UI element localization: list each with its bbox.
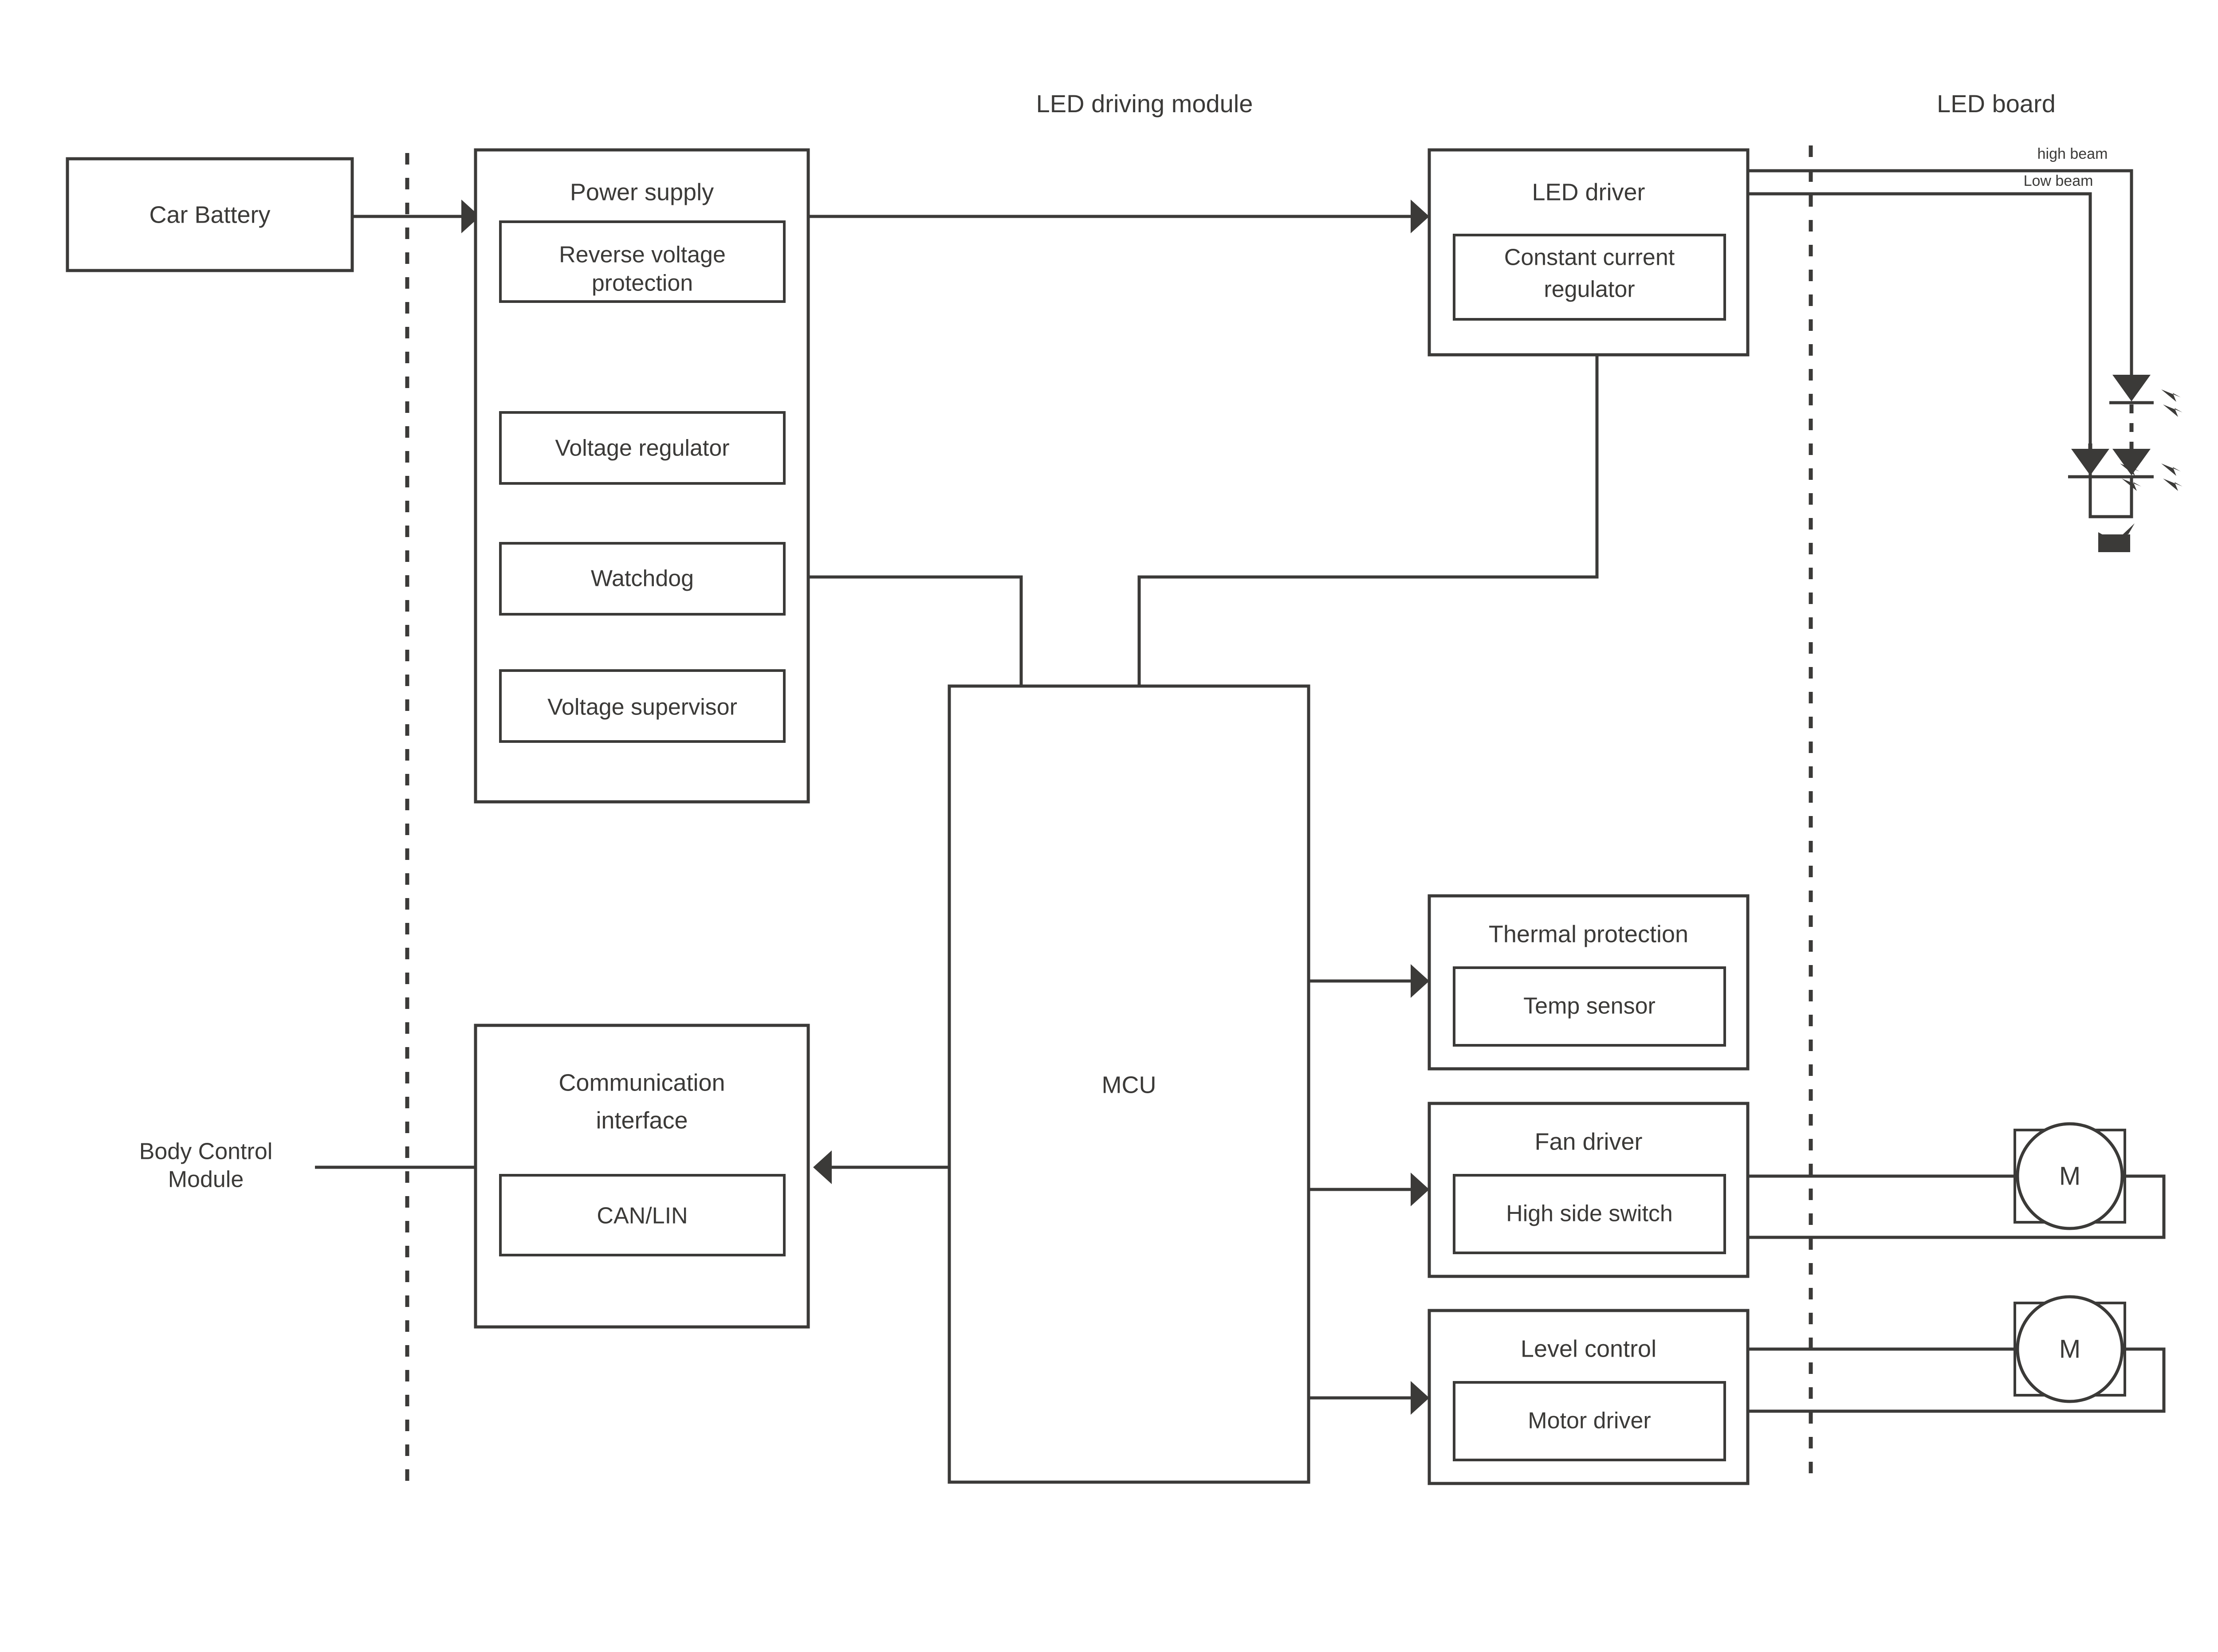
led-light-arrow-a-low-beam [2120, 463, 2139, 476]
motor-driver-box[interactable] [1453, 1381, 1726, 1461]
led-light-arrow-a-high-beam-bottom [2161, 463, 2181, 476]
arrowhead-mcu-to-fan-driver [1411, 1173, 1429, 1206]
communication-interface-label-line1: Communication [558, 1069, 725, 1096]
watchdog-label: Watchdog [591, 566, 694, 592]
arrowhead-power-supply-to-led-driver [1411, 200, 1429, 233]
led-light-arrow-b-high-beam-bottom [2163, 479, 2183, 491]
car-battery-box[interactable] [66, 157, 354, 272]
arrowhead-mcu-to-thermal-protection [1411, 964, 1429, 998]
reverse-voltage-protection-label-line2: protection [592, 271, 693, 296]
reverse-voltage-protection-label-line1: Reverse voltage [559, 242, 726, 268]
voltage-supervisor-label: Voltage supervisor [547, 695, 737, 720]
wire-level-motor-return [1748, 1347, 2166, 1413]
constant-current-regulator-label-line2: regulator [1544, 277, 1635, 302]
body-control-module-label-line1: Body Control [139, 1139, 273, 1165]
level-control-label: Level control [1521, 1335, 1656, 1362]
wire-high-beam [1748, 169, 2133, 375]
led-light-arrow-a-high-beam-top [2161, 389, 2181, 402]
wire-led-return-bus [2088, 477, 2133, 518]
can-lin-label: CAN/LIN [597, 1203, 688, 1229]
car-battery-label: Car Battery [149, 201, 270, 228]
fan-motor-circle[interactable] [2016, 1122, 2124, 1230]
wire-fan-motor-return [1748, 1174, 2166, 1239]
communication-interface-label-line2: interface [596, 1107, 688, 1134]
power-supply-label: Power supply [570, 179, 714, 205]
voltage-regulator-box[interactable] [499, 411, 786, 485]
can-lin-box[interactable] [499, 1174, 786, 1256]
high-side-switch-box[interactable] [1453, 1174, 1726, 1254]
led-driver-label: LED driver [1532, 179, 1645, 205]
voltage-supervisor-box[interactable] [499, 669, 786, 743]
led-symbol-high-beam-top [2112, 375, 2151, 401]
body-control-module-label-line2: Module [168, 1167, 244, 1193]
led-light-arrow-b-high-beam-top [2163, 404, 2183, 417]
title-led-driving-module: LED driving module [1036, 90, 1253, 118]
fan-motor-label: M [2059, 1162, 2080, 1190]
temp-sensor-label: Temp sensor [1523, 993, 1656, 1019]
title-led-board: LED board [1937, 90, 2056, 118]
motor-driver-label: Motor driver [1528, 1408, 1651, 1434]
fan-driver-label: Fan driver [1534, 1128, 1642, 1155]
ground-symbol-wedge [2098, 532, 2130, 550]
wire-low-beam [1748, 192, 2092, 477]
arrowhead-mcu-to-comm-interface [813, 1150, 832, 1184]
wire-led-driver-to-mcu [1137, 355, 1599, 686]
low-beam-label: Low beam [2024, 173, 2093, 189]
constant-current-regulator-box[interactable] [1453, 234, 1726, 321]
ground-symbol-arrow [2120, 523, 2135, 542]
led-symbol-low-beam [2071, 449, 2109, 475]
mcu-box[interactable] [948, 684, 1310, 1484]
temp-sensor-box[interactable] [1453, 966, 1726, 1047]
reverse-voltage-protection-box[interactable] [499, 220, 786, 303]
level-motor-circle[interactable] [2016, 1295, 2124, 1403]
high-beam-label: high beam [2037, 145, 2108, 162]
level-motor-label: M [2059, 1334, 2080, 1363]
thermal-protection-label: Thermal protection [1489, 921, 1688, 947]
led-symbol-high-beam-bottom [2112, 449, 2151, 475]
arrowhead-mcu-to-level-control [1411, 1381, 1429, 1415]
mcu-label: MCU [1102, 1071, 1156, 1098]
high-side-switch-label: High side switch [1506, 1201, 1673, 1227]
voltage-regulator-label: Voltage regulator [555, 436, 729, 461]
constant-current-regulator-label-line1: Constant current [1504, 245, 1675, 271]
watchdog-box[interactable] [499, 542, 786, 616]
wire-power-supply-to-mcu [808, 575, 1023, 686]
arrowhead-battery-to-power-supply [461, 200, 480, 233]
